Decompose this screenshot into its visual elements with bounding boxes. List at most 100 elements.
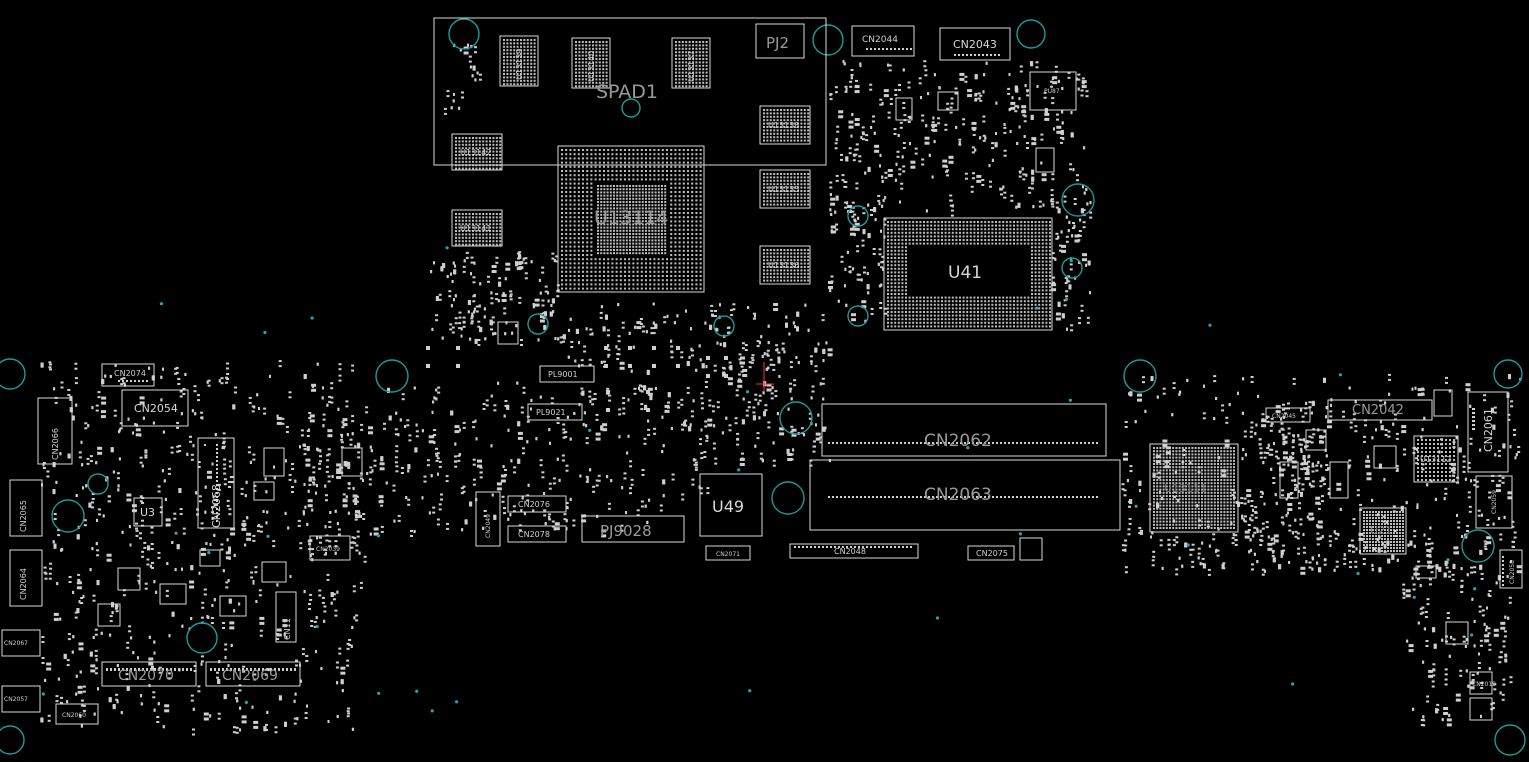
passive-pad — [542, 316, 546, 319]
bga-ball — [797, 200, 799, 203]
bga-ball — [897, 246, 900, 249]
passive-pad — [470, 322, 474, 325]
connector-pin — [294, 668, 296, 671]
passive-pad — [641, 325, 645, 328]
passive-pad — [460, 327, 463, 331]
bga-ball — [705, 61, 708, 64]
bga-ball — [581, 68, 584, 71]
passive-pad — [458, 316, 462, 319]
bga-ball — [1159, 463, 1162, 465]
connector-pin — [910, 546, 912, 548]
passive-pad — [435, 296, 439, 301]
bga-ball — [966, 303, 969, 306]
bga-ball — [520, 79, 522, 82]
passive-pad — [462, 316, 466, 319]
bga-ball — [1229, 527, 1232, 529]
bga-ball — [597, 210, 599, 213]
bga-ball — [1204, 479, 1207, 481]
bga-ball — [905, 307, 907, 310]
bga-ball — [619, 258, 622, 261]
bga-ball — [530, 79, 533, 82]
bga-ball — [635, 201, 638, 203]
bga-ball — [1005, 296, 1008, 299]
bga-ball — [1213, 488, 1216, 491]
bga-ball — [1421, 479, 1423, 481]
bga-ball — [691, 153, 694, 156]
connector-pin — [1048, 442, 1050, 444]
bga-ball — [1181, 463, 1184, 465]
bga-ball — [670, 254, 673, 256]
bga-ball — [675, 47, 677, 50]
bga-ball — [987, 318, 990, 321]
bga-ball — [578, 54, 581, 57]
bga-ball — [475, 236, 478, 239]
bga-ball — [609, 242, 612, 245]
bga-ball — [763, 139, 765, 142]
bga-ball — [1226, 514, 1229, 517]
bga-ball — [966, 221, 969, 223]
bga-ball — [1178, 501, 1181, 504]
bga-ball — [635, 252, 638, 255]
bga-ball — [1390, 526, 1392, 528]
bga-ball — [645, 197, 647, 200]
bga-ball — [1191, 479, 1194, 481]
bga-ball — [582, 262, 584, 265]
bga-ball — [666, 258, 668, 261]
bga-ball — [664, 233, 667, 235]
bga-ball — [586, 279, 589, 282]
bga-ball — [923, 231, 925, 234]
bga-ball — [1204, 520, 1207, 523]
bga-ball — [578, 78, 581, 81]
bga-ball — [1201, 485, 1203, 488]
bga-ball — [509, 42, 512, 45]
bga-ball — [682, 195, 685, 198]
bga-ball — [606, 239, 609, 242]
bga-ball — [586, 254, 589, 256]
bga-ball — [509, 83, 512, 86]
passive-pad — [520, 339, 523, 341]
bga-ball — [600, 210, 603, 213]
bga-ball — [1226, 479, 1229, 481]
bga-ball — [1393, 550, 1395, 552]
passive-pad — [518, 301, 522, 304]
bga-ball — [1185, 517, 1187, 520]
bga-ball — [632, 287, 635, 290]
bga-ball — [622, 197, 625, 200]
bga-ball — [705, 54, 708, 57]
bga-ball — [1185, 485, 1187, 488]
bga-ball — [489, 167, 491, 170]
bga-ball — [894, 228, 897, 231]
bga-ball — [635, 239, 638, 242]
bga-ball — [941, 224, 943, 227]
bga-ball — [995, 228, 997, 231]
bga-ball — [577, 153, 580, 156]
passive-pad — [730, 309, 734, 312]
bga-ball — [705, 47, 708, 50]
bga-ball — [682, 157, 685, 160]
bga-ball — [607, 270, 610, 273]
passive-pad — [454, 264, 456, 268]
bga-ball — [1220, 482, 1223, 485]
bga-ball — [628, 283, 631, 286]
bga-ball — [1049, 239, 1051, 241]
bga-ball — [592, 75, 594, 77]
bga-ball — [698, 44, 701, 47]
bga-ball — [598, 266, 601, 269]
bga-ball — [699, 254, 702, 256]
bga-ball — [1201, 469, 1203, 472]
bga-ball — [674, 279, 677, 282]
bga-ball — [1034, 285, 1037, 288]
bga-ball — [670, 224, 673, 227]
bga-ball — [585, 58, 588, 60]
passive-pad — [483, 315, 486, 319]
bga-ball — [807, 126, 810, 128]
bga-ball — [636, 275, 639, 277]
bga-ball — [582, 258, 584, 261]
bga-ball — [763, 183, 765, 186]
connector-pin — [286, 668, 288, 671]
connector-pin — [1036, 496, 1038, 498]
bga-ball — [1372, 526, 1374, 528]
bga-ball — [1038, 224, 1041, 227]
bga-ball — [897, 228, 900, 231]
bga-ball — [625, 249, 628, 251]
